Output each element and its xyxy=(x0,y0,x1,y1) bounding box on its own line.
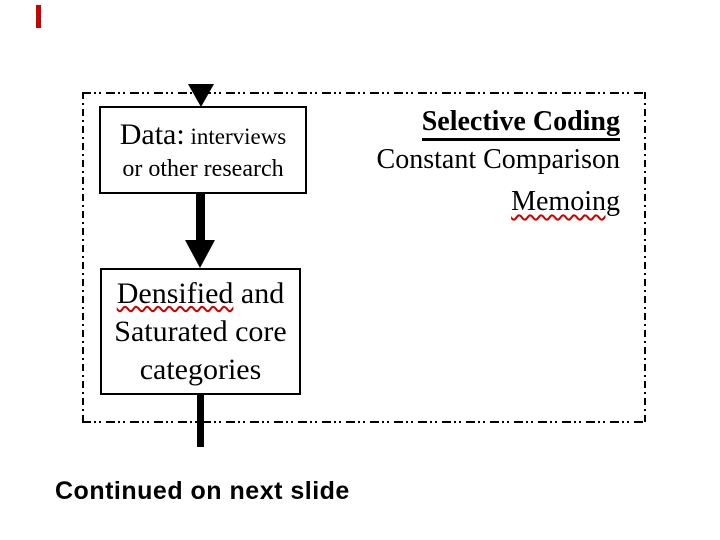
frame-border-right xyxy=(644,92,646,423)
frame-border-top xyxy=(82,92,646,94)
red-accent-mark xyxy=(36,5,41,28)
core-box-line2: Saturated core xyxy=(114,314,287,348)
data-box-term-detail: interviews xyxy=(184,124,287,149)
core-box-line1-rest: and xyxy=(233,276,285,310)
method-memoing-label: Memoing xyxy=(511,186,620,217)
frame-border-left xyxy=(82,92,84,423)
frame-border-bottom xyxy=(82,421,646,423)
data-box-line2: or other research xyxy=(122,156,284,182)
core-box-line1: Densified and xyxy=(117,275,284,313)
arrow-down-icon xyxy=(185,240,215,268)
method-memoing: Memoing xyxy=(377,183,620,220)
arrow-shaft-bottom xyxy=(197,393,204,447)
footer-note: Continued on next slide xyxy=(55,477,350,505)
method-selective-coding: Selective Coding xyxy=(377,103,620,141)
methods-list: Selective Coding Constant Comparison Mem… xyxy=(377,103,620,220)
core-box-line3: categories xyxy=(139,352,262,386)
data-box-term: Data: xyxy=(119,118,185,151)
arrow-down-icon xyxy=(188,84,214,107)
arrow-shaft-mid xyxy=(196,193,205,242)
core-box-word-squiggled: Densified xyxy=(116,276,234,310)
data-box: Data: interviews or other research xyxy=(99,106,307,194)
method-selective-coding-label: Selective Coding xyxy=(421,107,620,141)
core-box: Densified and Saturated core categories xyxy=(100,268,301,395)
data-box-line1: Data: interviews xyxy=(120,117,287,155)
method-constant-comparison: Constant Comparison xyxy=(376,144,620,175)
